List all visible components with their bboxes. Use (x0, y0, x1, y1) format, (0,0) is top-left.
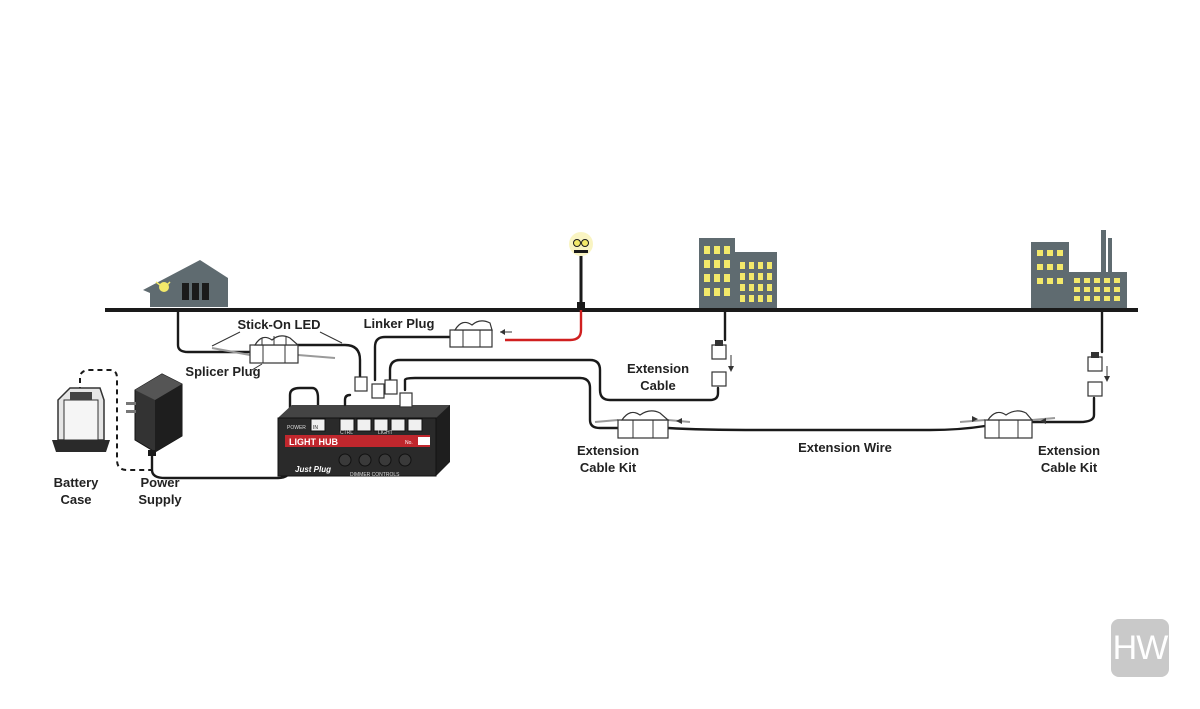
pointer-line (251, 363, 263, 371)
building-icon (699, 238, 777, 308)
extension-cable-kit-icon (617, 410, 682, 439)
power-supply-label-line1: Power (140, 475, 179, 490)
extension-cable-kit-icon (972, 410, 1046, 439)
lead-wires (211, 347, 1056, 423)
hub-title: LIGHT HUB (289, 437, 338, 447)
hub-brand: Just Plug (295, 465, 331, 474)
extension-cable-kit-label-line1: Extension (1038, 443, 1100, 458)
extension-cable-label-line1: Extension (627, 361, 689, 376)
hub-in-label: IN (313, 425, 318, 431)
extension-wire-label: Extension Wire (798, 440, 892, 455)
power-supply-label-line2: Supply (138, 492, 182, 507)
power-supply-icon (126, 373, 183, 456)
linker-plug-icon (449, 320, 512, 348)
battery-case-icon (52, 387, 110, 452)
extension-cable-kit-label-line2: Cable Kit (1041, 460, 1098, 475)
hub-light-label: LIGHT (378, 430, 393, 436)
pointer-line (211, 331, 241, 347)
extension-cable-kit-label-line2: Cable Kit (580, 460, 637, 475)
hub-ctrl-label: CTRL (340, 430, 353, 436)
house-icon (143, 260, 228, 307)
hub-connectors (343, 376, 413, 408)
hub-power-label: POWER (287, 425, 306, 431)
street-lamp-icon (569, 232, 593, 308)
extension-cable-label-line2: Cable (640, 378, 675, 393)
extension-cable-connector-icon (1087, 352, 1110, 397)
hw-watermark-logo: HW (1111, 619, 1169, 677)
linker-plug-label: Linker Plug (364, 316, 435, 331)
hub-dimmer-label: DIMMER CONTROLS (350, 472, 400, 478)
splicer-plug-icon (249, 335, 300, 364)
extension-cable-kit-label-line1: Extension (577, 443, 639, 458)
stick-on-led-label: Stick-On LED (237, 317, 320, 332)
splicer-plug-label: Splicer Plug (185, 364, 260, 379)
light-hub (277, 405, 450, 477)
battery-case-label-line1: Battery (54, 475, 100, 490)
extension-cable-connector-icon (711, 340, 734, 387)
hub-no-label: No. (405, 440, 413, 446)
factory-icon (1031, 230, 1127, 308)
pointer-line (319, 331, 343, 344)
battery-case-label-line2: Case (60, 492, 91, 507)
